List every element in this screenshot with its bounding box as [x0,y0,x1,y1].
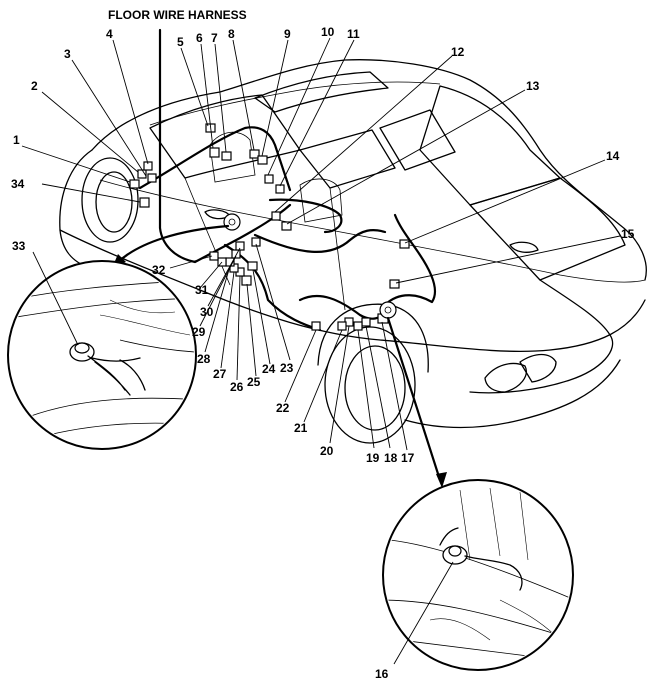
callout-25: 25 [247,375,261,389]
connector-23 [251,237,261,247]
callout-18: 18 [384,451,398,465]
ground-point-rear-inner [384,306,392,314]
connector-8 [249,149,260,159]
connector-19 [353,321,363,331]
connector-34 [139,197,150,208]
callout-3: 3 [64,47,71,61]
callout-16: 16 [375,667,389,681]
callout-19: 19 [366,451,380,465]
callout-30: 30 [200,305,214,319]
callout-34: 34 [11,177,25,191]
connector-10 [264,174,274,184]
callout-11: 11 [347,27,360,41]
callout-20: 20 [320,444,334,458]
connector-7 [221,151,232,161]
car-seat-front [209,131,256,183]
callout-33: 33 [12,239,26,253]
harness-trunk-branch [383,213,437,307]
connector-12 [271,211,281,221]
callout-9: 9 [284,27,291,41]
callout-6: 6 [196,31,203,45]
car-roof-inner-line [149,81,441,126]
car-tail-light-left [484,362,527,393]
car-side-lower [59,229,646,352]
car-front-wheel-inner [95,171,133,233]
connector-25 [241,275,252,286]
callout-4: 4 [106,27,113,41]
leader-lines [21,37,621,665]
callout-28: 28 [197,352,211,366]
ground-point-front-inner [228,218,236,226]
car-roof-outline [91,59,647,281]
callout-1: 1 [13,133,20,147]
detail-arrow-front [116,224,230,264]
connector-32 [209,251,219,261]
car-rear-wheel-outer [324,326,416,444]
diagram-title: FLOOR WIRE HARNESS [108,8,247,22]
callout-13: 13 [526,79,540,93]
callout-7: 7 [211,31,218,45]
connector-4 [143,161,153,171]
callout-27: 27 [213,367,227,381]
car-sunroof [254,71,389,113]
detail-arrow-rear-head [436,472,447,488]
car-rear-wheel-inner [344,345,406,431]
harness-front-branch [138,126,292,192]
connector-18 [361,317,371,327]
callout-22: 22 [276,401,290,415]
callout-14: 14 [606,149,620,163]
callout-24: 24 [262,362,276,376]
callout-12: 12 [451,45,465,59]
callout-labels: 1 2 3 4 5 6 7 8 9 10 11 12 13 14 15 16 1… [11,25,635,681]
callout-29: 29 [192,325,206,339]
connector-22 [311,321,321,331]
car-door-line-rear [329,187,346,311]
connector-3 [147,173,157,183]
harness-center-branch [223,243,322,332]
callout-10: 10 [321,25,335,39]
callout-26: 26 [230,380,244,394]
connector-14 [399,239,410,249]
callout-31: 31 [195,283,209,297]
car-trunk [469,177,626,281]
car-body [59,59,647,444]
car-rear-lower [404,359,621,429]
connector-9 [257,155,268,165]
connector-21 [337,321,347,331]
harness-rear-branch [253,229,387,254]
detail-arrow-rear [386,316,442,482]
car-seat-back [299,178,343,223]
connector-13 [281,221,292,231]
inset-detail-16 [382,479,574,671]
ground-point-front [223,213,241,231]
callout-32: 32 [152,263,166,277]
connector-30 [235,241,245,251]
connector-24 [247,261,258,271]
callout-8: 8 [228,27,235,41]
callout-23: 23 [280,361,294,375]
car-door-handle-rear [509,241,539,253]
harness-side-loop [268,198,343,234]
callout-21: 21 [294,421,308,435]
car-rear-window [379,109,456,171]
ground-point-rear [379,301,397,319]
car-tail-light-right [519,353,557,383]
car-front-wheel-outer [81,157,139,243]
car-front-window [299,129,396,189]
connector-1 [129,179,140,189]
connector-6 [209,147,220,158]
car-rear-bumper [469,279,614,394]
callout-17: 17 [401,451,415,465]
callout-2: 2 [31,79,38,93]
callout-15: 15 [621,227,635,241]
callout-5: 5 [177,35,184,49]
inset-detail-33 [7,260,197,450]
connector-11 [275,184,285,194]
connector-15 [389,279,400,289]
car-front-end [59,149,93,269]
